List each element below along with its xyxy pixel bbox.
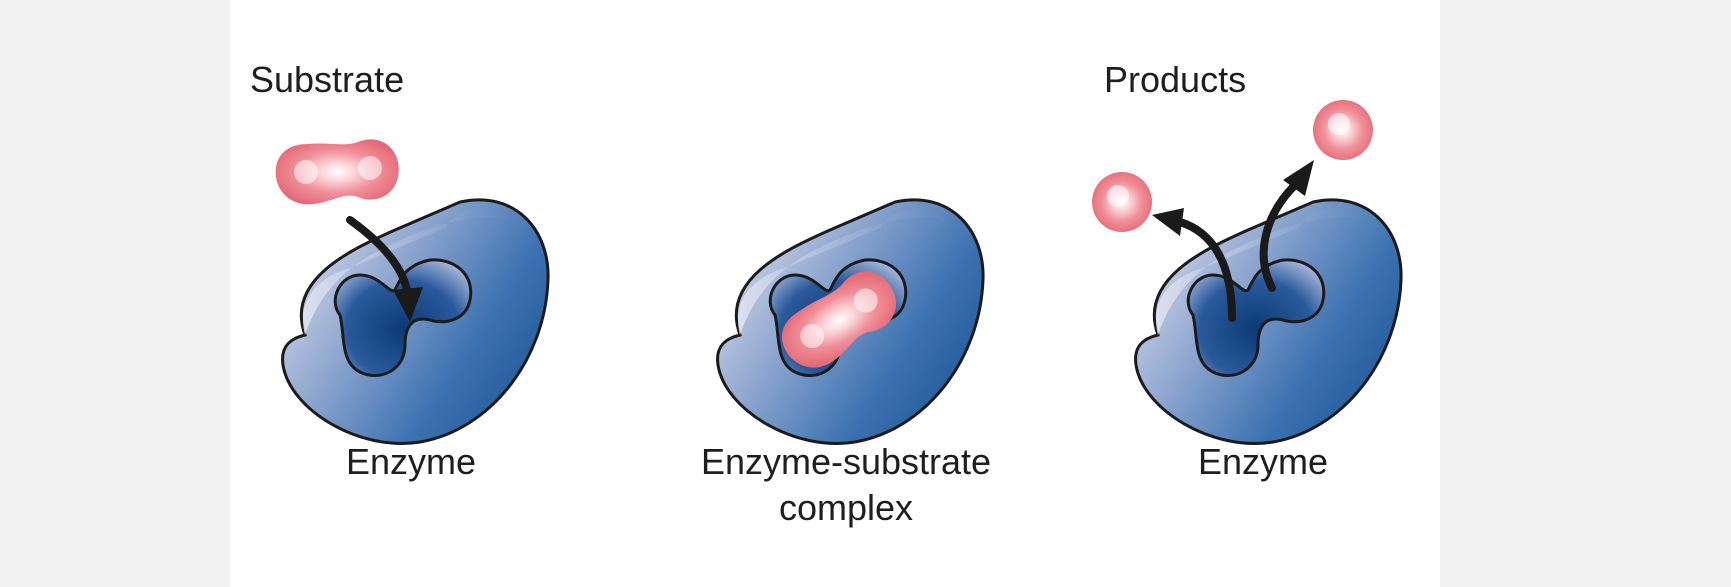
enzyme-label-right: Enzyme	[1197, 441, 1329, 482]
substrate-label: Substrate	[250, 59, 405, 100]
complex-label-line2: complex	[778, 487, 914, 528]
curved-arrow-icon	[1259, 160, 1314, 292]
products-label: Products	[1104, 59, 1247, 100]
curved-arrow-icon	[1152, 208, 1236, 322]
enzyme-icon	[281, 198, 550, 445]
product-molecule-icon	[1313, 100, 1373, 160]
complex-label-line1: Enzyme-substrate	[700, 441, 992, 482]
enzyme-label-left: Enzyme	[345, 441, 477, 482]
product-molecule-icon	[1092, 172, 1152, 232]
curved-arrow-icon	[346, 216, 423, 322]
substrate-molecule-icon	[275, 139, 399, 205]
